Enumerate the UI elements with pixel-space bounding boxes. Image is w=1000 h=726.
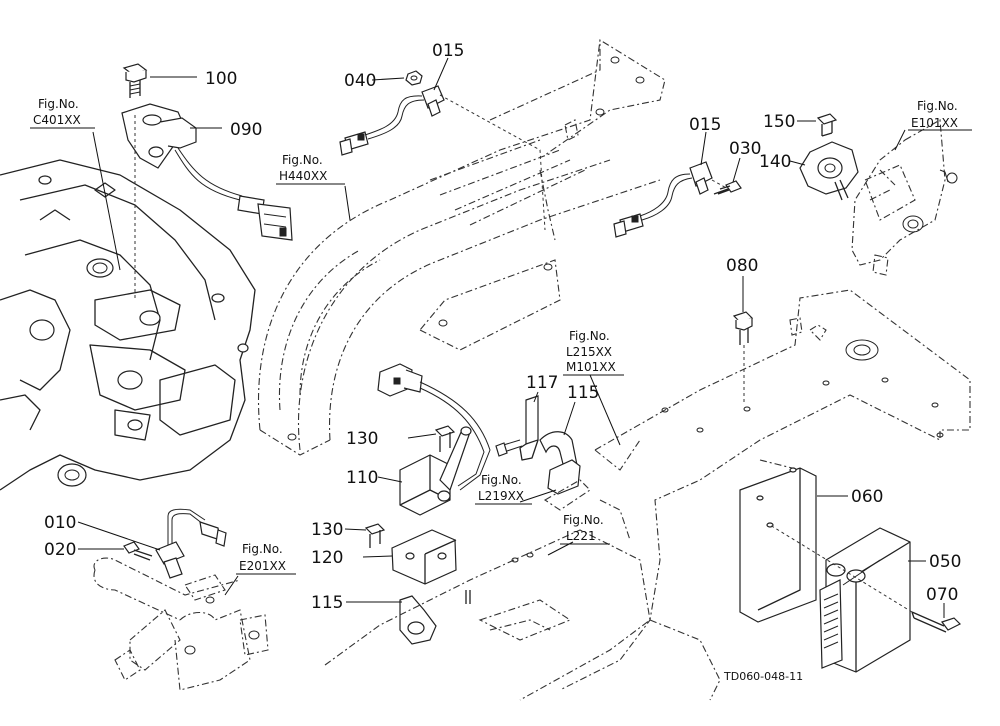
sensor-090 [121, 103, 293, 241]
svg-text:L219XX: L219XX [478, 489, 524, 503]
bolt-150 [816, 113, 838, 137]
bracket-e101 [851, 119, 958, 276]
bolt-100 [122, 63, 148, 98]
fig-references: Fig.No. C401XX Fig.No. H440XX Fig.No. E1… [30, 97, 972, 575]
fig-ref-l215-m101: Fig.No. L215XX M101XX [563, 329, 624, 376]
part-label-130-lower: 130 [311, 520, 343, 540]
part-label-120: 120 [311, 548, 343, 568]
bolt-020 [123, 541, 153, 561]
bracket-060 [739, 467, 817, 623]
part-label-010: 010 [44, 513, 76, 533]
fig-ref-l219: Fig.No. L219XX [475, 473, 532, 505]
part-label-140: 140 [759, 152, 791, 172]
part-label-115-upper: 115 [567, 383, 599, 403]
svg-text:Fig.No.: Fig.No. [481, 473, 522, 487]
svg-text:C401XX: C401XX [33, 113, 81, 127]
switch-015-right [613, 161, 713, 238]
bolt-130-upper [434, 425, 456, 452]
controller-050 [819, 527, 911, 673]
axis-070 [769, 524, 913, 613]
part-label-100: 100 [205, 69, 237, 89]
bracket-120 [391, 529, 471, 604]
svg-text:Fig.No.: Fig.No. [917, 99, 958, 113]
svg-text:Fig.No.: Fig.No. [282, 153, 323, 167]
bolt-070 [911, 611, 962, 633]
bolt-080 [732, 311, 754, 345]
part-numbers: 100 090 040 015 015 030 150 140 080 117 … [44, 41, 961, 613]
clip-117 [519, 395, 539, 461]
part-label-020: 020 [44, 540, 76, 560]
part-label-080: 080 [726, 256, 758, 276]
svg-text:L215XX: L215XX [566, 345, 612, 359]
part-label-090: 090 [230, 120, 262, 140]
switch-015-top [339, 85, 445, 156]
fig-ref-e201: Fig.No. E201XX [236, 542, 296, 575]
part-label-040: 040 [344, 71, 376, 91]
drawing-code: TD060-048-11 [723, 670, 803, 683]
svg-text:Fig.No.: Fig.No. [38, 97, 79, 111]
svg-text:E101XX: E101XX [911, 116, 958, 130]
part-label-117: 117 [526, 373, 558, 393]
fig-ref-e101: Fig.No. E101XX [908, 99, 972, 131]
svg-text:M101XX: M101XX [566, 360, 616, 374]
sensor-140 [799, 141, 859, 201]
part-label-115-lower: 115 [311, 593, 343, 613]
clamp-115-lower [399, 595, 437, 645]
part-label-030: 030 [729, 139, 761, 159]
part-label-070: 070 [926, 585, 958, 605]
part-label-050: 050 [929, 552, 961, 572]
part-label-015-top: 015 [432, 41, 464, 61]
fig-ref-h440: Fig.No. H440XX [276, 153, 345, 185]
part-label-015-right: 015 [689, 115, 721, 135]
transmission-housing [0, 159, 256, 491]
linkage-e201 [93, 557, 269, 691]
part-label-150: 150 [763, 112, 795, 132]
axis-015-top [439, 94, 546, 231]
bolt-130-lower [364, 523, 386, 548]
nut-040 [405, 70, 423, 86]
svg-text:E201XX: E201XX [239, 559, 286, 573]
fig-ref-l221: Fig.No. L221 [560, 513, 610, 545]
svg-text:H440XX: H440XX [279, 169, 327, 183]
floor-plate [324, 479, 651, 701]
svg-text:Fig.No.: Fig.No. [242, 542, 283, 556]
fig-ref-c401: Fig.No. C401XX [30, 97, 95, 129]
svg-text:Fig.No.: Fig.No. [569, 329, 610, 343]
svg-text:L221: L221 [566, 529, 596, 543]
fender-frame [257, 39, 666, 456]
switch-010 [155, 508, 227, 579]
svg-text:Fig.No.: Fig.No. [563, 513, 604, 527]
part-label-110: 110 [346, 468, 378, 488]
part-label-060: 060 [851, 487, 883, 507]
part-label-130-upper: 130 [346, 429, 378, 449]
sensor-110 [377, 363, 491, 516]
clamp-115-upper [495, 431, 581, 495]
